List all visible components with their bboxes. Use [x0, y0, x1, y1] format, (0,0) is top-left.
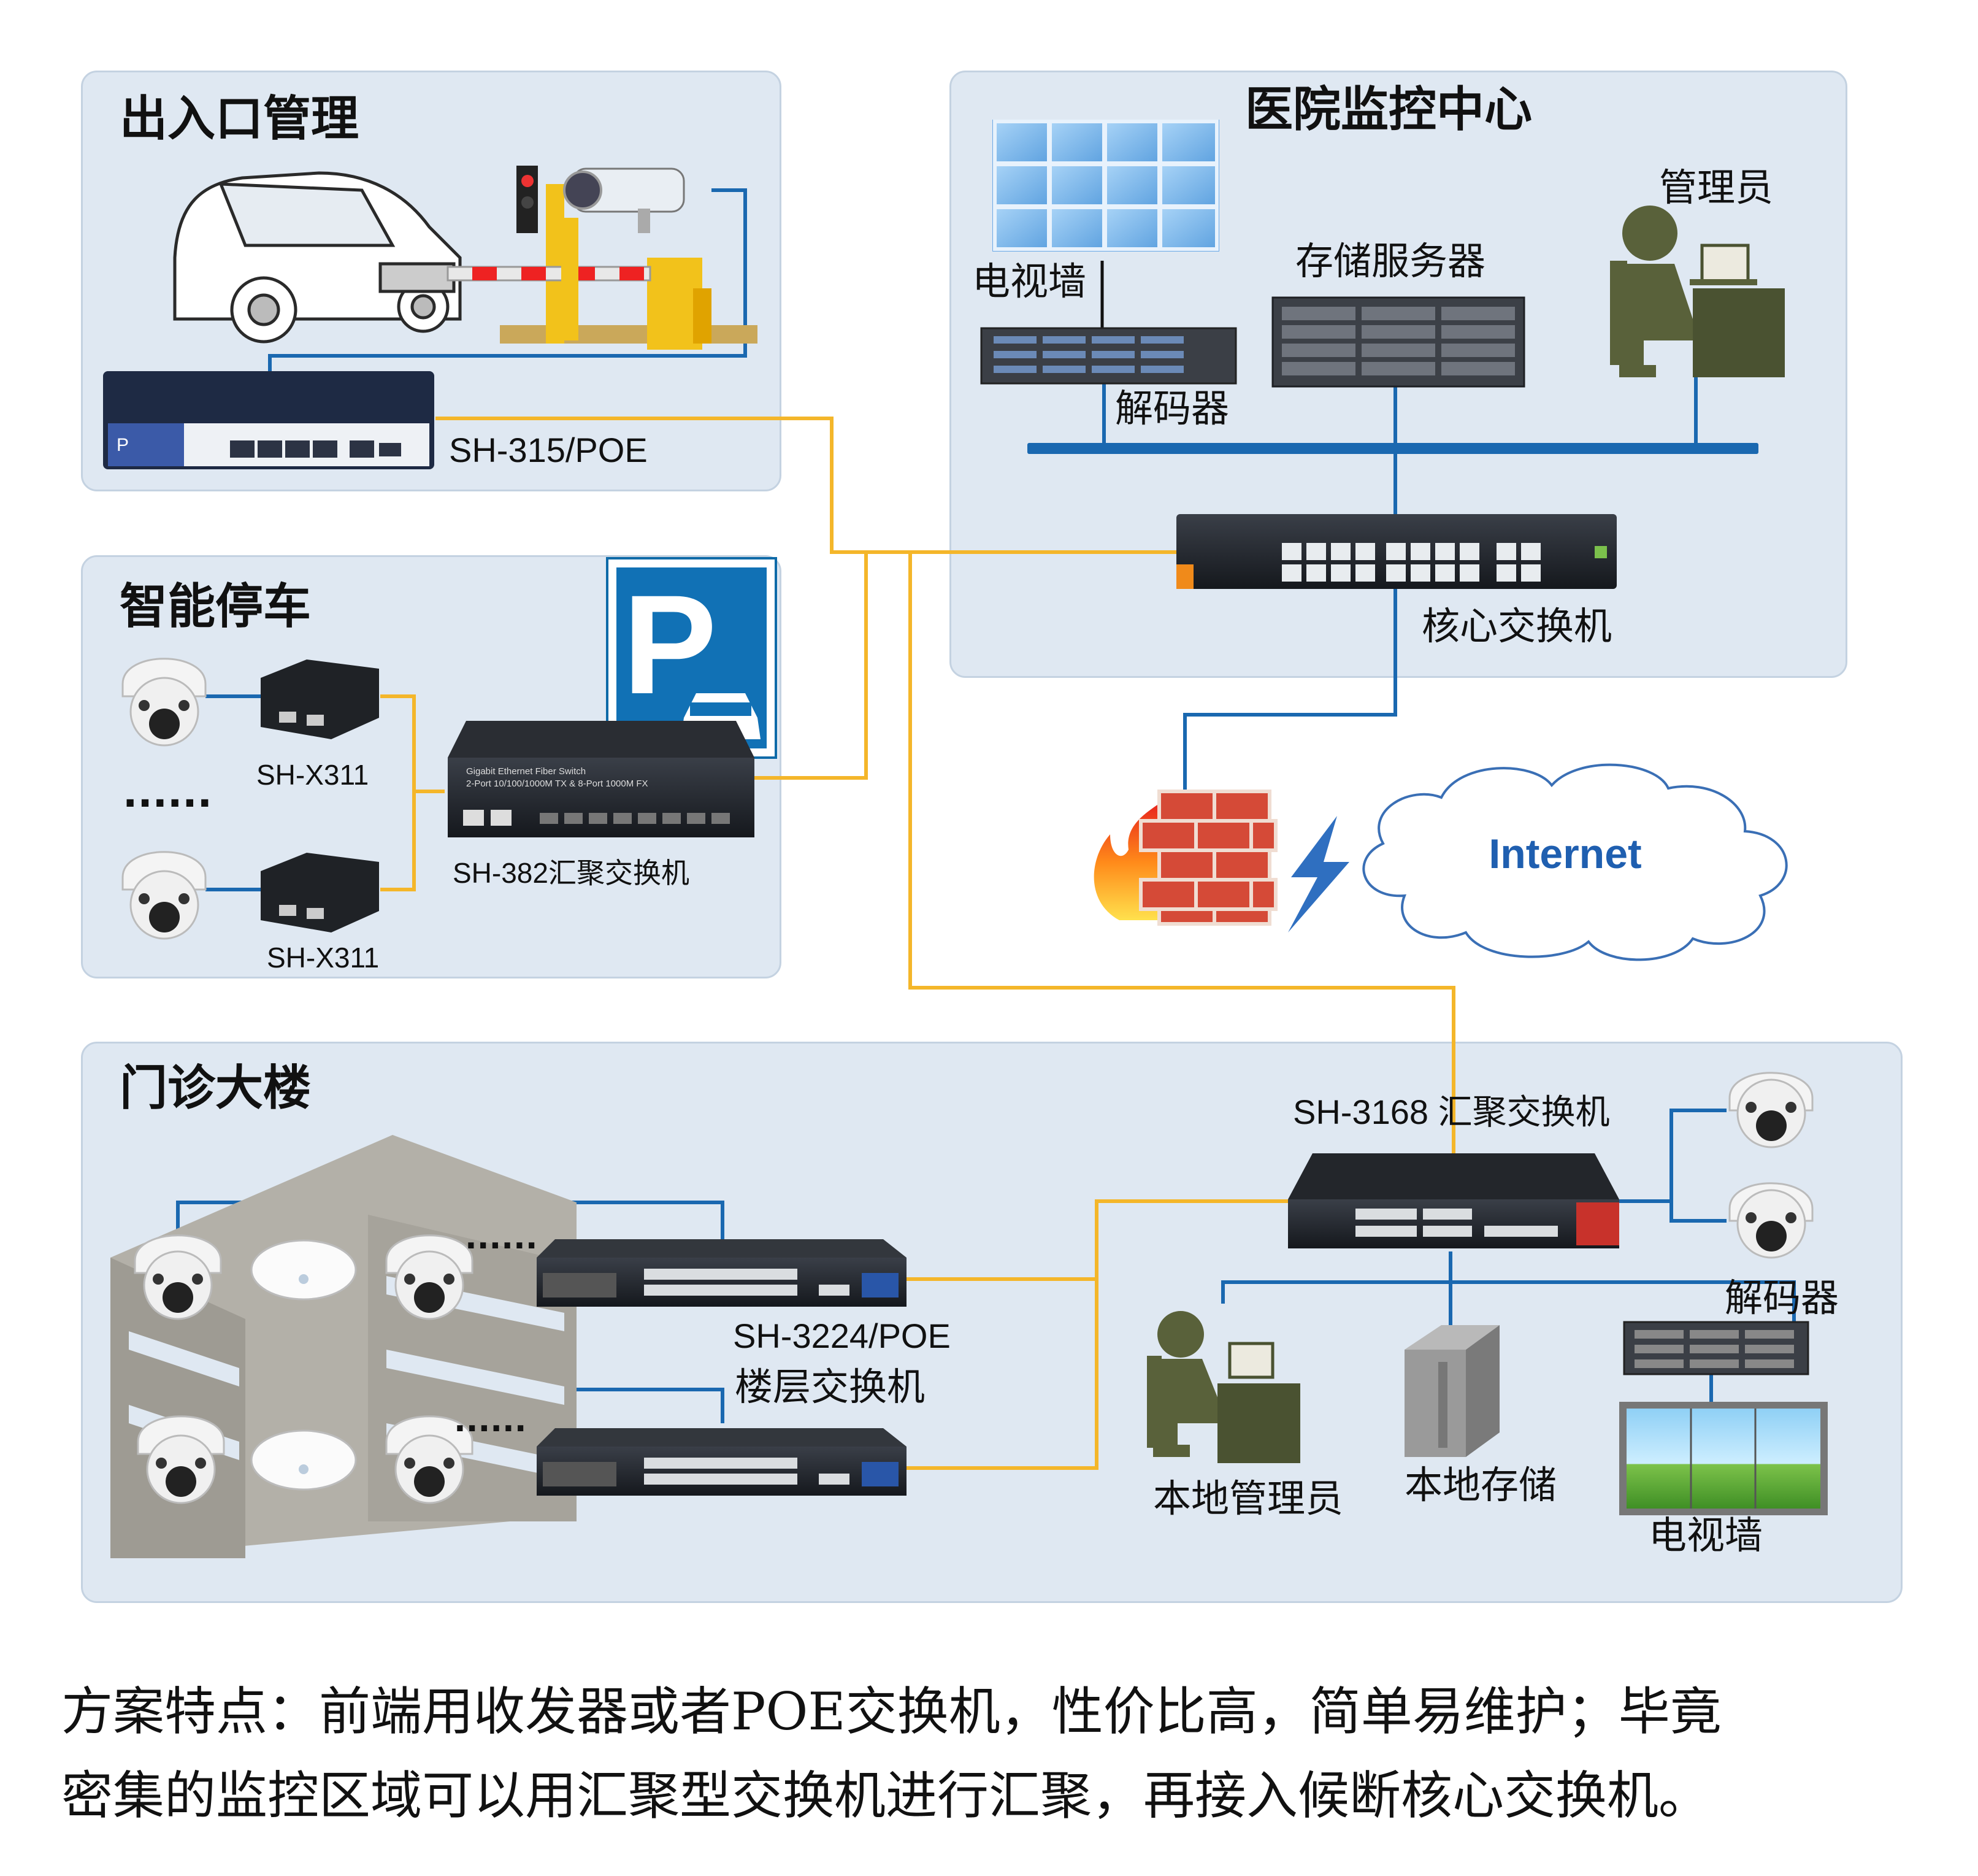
local-camera-1-icon: [1728, 1072, 1814, 1148]
internet-label: Internet: [1489, 831, 1641, 877]
local-admin-workstation-icon: [1147, 1311, 1300, 1463]
admin-workstation-icon: [1610, 206, 1785, 377]
barrier-gate-icon: [447, 166, 757, 350]
uplink-lines: [380, 417, 1455, 1470]
panel-title-entrance: 出入口管理: [120, 91, 359, 147]
local-video-wall-icon: [1619, 1402, 1828, 1515]
label-local-admin: 本地管理员: [1153, 1476, 1344, 1521]
switch-3224-floor1-device: [537, 1239, 907, 1307]
label-decoder-local: 解码器: [1725, 1275, 1839, 1320]
label-decoder-center: 解码器: [1115, 386, 1230, 431]
label-tv-wall-local: 电视墙: [1649, 1513, 1763, 1558]
floor2-ellipsis: ......: [454, 1402, 527, 1439]
storage-server-device: [1271, 296, 1525, 388]
caption-line-2: 密集的监控区域可以用汇聚型交换机进行汇聚，再接入候断核心交换机。: [61, 1766, 1711, 1826]
panel-title-monitor-center: 医院监控中心: [1245, 82, 1533, 137]
label-admin: 管理员: [1659, 165, 1774, 210]
floor2-camera-1-icon: [137, 1415, 225, 1504]
label-storage-server: 存储服务器: [1295, 239, 1486, 283]
panel-title-outpatient: 门诊大楼: [120, 1060, 312, 1116]
parking-camera-1-icon: [121, 658, 207, 747]
floor2-camera-2-icon: [385, 1415, 473, 1504]
car-icon: [173, 171, 462, 344]
label-converter-1: SH-X311: [256, 759, 369, 791]
label-switch-315: SH-315/POE: [449, 431, 648, 469]
parking-ellipsis: ......: [123, 771, 212, 817]
label-switch-3224-role: 楼层交换机: [735, 1364, 926, 1409]
internet-cloud-icon: [1362, 763, 1788, 961]
switch-3168-device: [1288, 1153, 1619, 1248]
parking-camera-2-icon: [121, 851, 207, 940]
converter-1-device: [261, 659, 379, 739]
switch-315-device: P: [103, 371, 434, 469]
local-decoder-device: [1623, 1321, 1809, 1375]
floor1-camera-2-icon: [385, 1234, 473, 1320]
gate-camera-icon: [563, 167, 685, 233]
local-storage-icon: [1405, 1325, 1500, 1457]
floor2-wifi-ap-icon: [250, 1429, 357, 1491]
fiber-switch-text-1: Gigabit Ethernet Fiber Switch: [466, 766, 586, 777]
local-camera-2-icon: [1728, 1182, 1814, 1259]
label-core-switch: 核心交换机: [1422, 604, 1612, 648]
label-local-storage: 本地存储: [1405, 1463, 1557, 1507]
floor1-ellipsis: ......: [465, 1220, 538, 1256]
svg-text:P: P: [117, 435, 129, 455]
parking-sign-icon: [606, 557, 777, 759]
floor1-camera-1-icon: [134, 1234, 222, 1320]
label-switch-3224-model: SH-3224/POE: [733, 1317, 951, 1355]
label-switch-382: SH-382汇聚交换机: [453, 857, 689, 889]
label-converter-2: SH-X311: [267, 942, 380, 974]
label-tv-wall-center: 电视墙: [972, 259, 1087, 304]
video-wall-center-icon: [992, 120, 1219, 252]
fiber-switch-text-2: 2-Port 10/100/1000M TX & 8-Port 1000M FX: [466, 778, 648, 789]
converter-2-device: [261, 853, 379, 932]
switch-3224-floor2-device: [537, 1428, 907, 1496]
switch-382-device: [448, 721, 754, 837]
parking-sign-letter: P: [623, 566, 716, 723]
caption-line-1: 方案特点：前端用收发器或者POE交换机，性价比高，简单易维护；毕竟: [61, 1682, 1722, 1742]
firewall-icon: [1094, 790, 1278, 926]
decoder-center-device: [980, 327, 1237, 385]
label-switch-3168: SH-3168 汇聚交换机: [1293, 1093, 1610, 1131]
core-switch-device: [1176, 514, 1617, 589]
panel-title-parking: 智能停车: [120, 579, 312, 634]
lightning-icon: [1288, 816, 1349, 932]
floor1-wifi-ap-icon: [250, 1239, 357, 1301]
center-lan-bus: [1027, 443, 1758, 454]
